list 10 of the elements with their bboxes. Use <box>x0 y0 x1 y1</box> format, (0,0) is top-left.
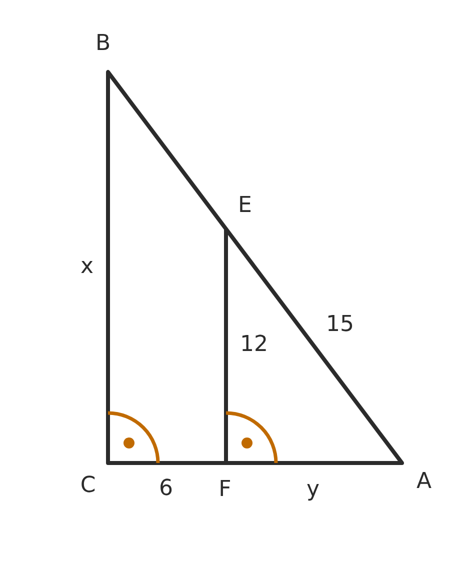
length-label: 6 <box>159 478 173 500</box>
length-label: 12 <box>240 334 268 356</box>
vertex-label: A <box>416 471 432 493</box>
vertex-label: F <box>218 479 232 501</box>
vertex-label: C <box>80 475 96 497</box>
vertex-label: B <box>95 33 111 55</box>
length-label: 15 <box>326 314 354 336</box>
vertex-label: E <box>238 195 252 217</box>
side-label: y <box>306 479 320 501</box>
side-label: x <box>80 256 94 278</box>
